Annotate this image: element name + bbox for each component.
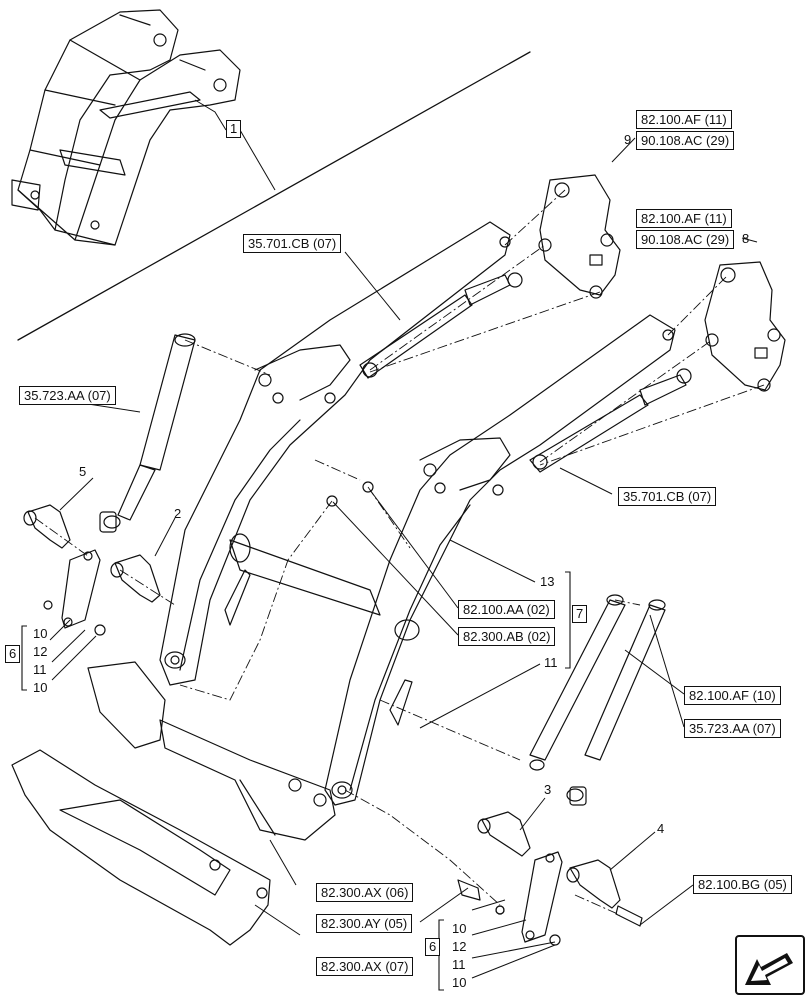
mounting-bracket-9 (538, 174, 621, 299)
callout-2: 2 (174, 506, 182, 521)
lever-3 (477, 811, 531, 857)
ref-82-100-af-mid[interactable]: 82.100.AF (11) (636, 209, 732, 228)
pins-and-bushings (99, 481, 643, 927)
callout-6-right: 6 (425, 938, 441, 956)
upper-mounting-frame (87, 661, 336, 841)
ref-90-108-ac-top[interactable]: 90.108.AC (29) (636, 131, 735, 150)
ref-35-701-cb-left[interactable]: 35.701.CB (07) (243, 234, 342, 253)
group6-right-label-2: 11 (452, 957, 466, 972)
lever-2 (110, 554, 161, 603)
link-plate-6-left (43, 549, 106, 636)
leader-lines (49, 99, 758, 979)
ref-35-701-cb-right[interactable]: 35.701.CB (07) (618, 487, 717, 506)
left-bucket-cylinder (103, 333, 196, 529)
next-page-arrow-icon (745, 953, 793, 985)
lever-5 (23, 504, 71, 549)
callout-6-left: 6 (5, 645, 21, 663)
callout-7: 7 (572, 605, 588, 623)
next-page-button[interactable] (735, 935, 805, 995)
loader-overview-thumbnail (11, 9, 241, 246)
callout-1: 1 (226, 120, 242, 138)
group6-left-label-0: 10 (33, 626, 48, 641)
callout-11: 11 (544, 655, 558, 670)
callout-8: 8 (742, 231, 750, 246)
right-lift-cylinder (529, 368, 692, 473)
group6-right-label-0: 10 (452, 921, 467, 936)
ref-82-100-af-top[interactable]: 82.100.AF (11) (636, 110, 732, 129)
callout-3: 3 (544, 782, 552, 797)
ref-82-300-ab[interactable]: 82.300.AB (02) (458, 627, 556, 646)
lower-mounting-frame (11, 749, 271, 946)
mounting-bracket-8 (704, 261, 786, 392)
ref-82-100-aa[interactable]: 82.100.AA (02) (458, 600, 555, 619)
callout-9: 9 (624, 132, 632, 147)
left-loader-arm (159, 221, 511, 686)
group6-left-label-2: 11 (33, 662, 47, 677)
link-plate-6-right (495, 851, 563, 946)
group6-right-label-3: 10 (452, 975, 467, 990)
ref-35-723-aa-right[interactable]: 35.723.AA (07) (684, 719, 781, 738)
ref-35-723-aa-left[interactable]: 35.723.AA (07) (19, 386, 116, 405)
right-bucket-cylinders (529, 594, 666, 802)
callout-4: 4 (657, 821, 665, 836)
assembly-centerlines (34, 189, 765, 916)
group6-left-label-1: 12 (33, 644, 48, 659)
ref-82-300-ax-06[interactable]: 82.300.AX (06) (316, 883, 414, 902)
ref-82-300-ay-05[interactable]: 82.300.AY (05) (316, 914, 413, 933)
ref-82-300-ax-07[interactable]: 82.300.AX (07) (316, 957, 414, 976)
callout-5: 5 (79, 464, 87, 479)
group6-right-label-1: 12 (452, 939, 467, 954)
group6-left-label-3: 10 (33, 680, 48, 695)
left-lift-cylinder (359, 272, 523, 379)
lever-4 (566, 859, 621, 909)
ref-90-108-ac-mid[interactable]: 90.108.AC (29) (636, 230, 735, 249)
ref-82-100-bg-05[interactable]: 82.100.BG (05) (693, 875, 792, 894)
ref-82-100-af-10[interactable]: 82.100.AF (10) (684, 686, 781, 705)
callout-13: 13 (540, 574, 555, 589)
right-loader-arm (324, 314, 676, 806)
